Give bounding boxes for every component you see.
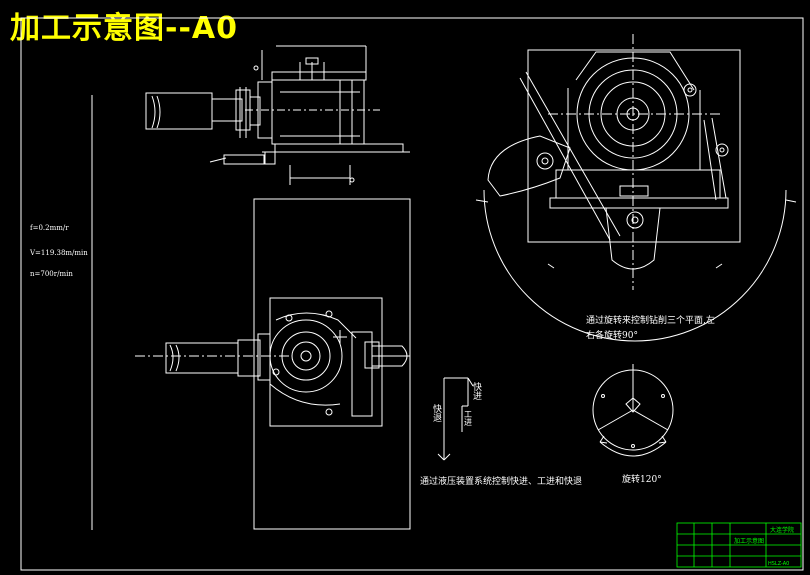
sheet-frame (20, 17, 804, 571)
drawing-title: 加工示意图--A0 (10, 11, 238, 46)
side-view-top (91, 45, 410, 530)
top-view-fixture (135, 198, 411, 530)
title-block-code: HSLZ-A0 (768, 561, 789, 567)
rotation-120-label: 旋转120° (622, 473, 662, 485)
front-view-fixture (475, 34, 797, 342)
work-feed-label: 工进 (464, 410, 473, 427)
fast-forward-label: 快进 (471, 381, 482, 400)
feed-cycle-diagram (437, 377, 474, 461)
feed-rate-label: f=0.2mm/r (30, 224, 69, 232)
rotation-index-view (592, 364, 674, 457)
cutting-speed-label: V=119.38m/min (29, 249, 88, 257)
hydraulic-note: 通过液压装置系统控制快进、工进和快退 (420, 475, 582, 487)
title-block-school: 大连学院 (770, 526, 794, 534)
spindle-speed-label: n=700r/min (30, 270, 73, 278)
title-block-drawing-name: 加工示意图 (734, 537, 764, 545)
rotation-note-line2: 右各旋转90° (586, 329, 638, 341)
rotation-note-line1: 通过旋转来控制钻削三个平面,左 (586, 314, 715, 326)
title-block (676, 522, 802, 568)
fast-return-label: 快退 (431, 403, 442, 422)
